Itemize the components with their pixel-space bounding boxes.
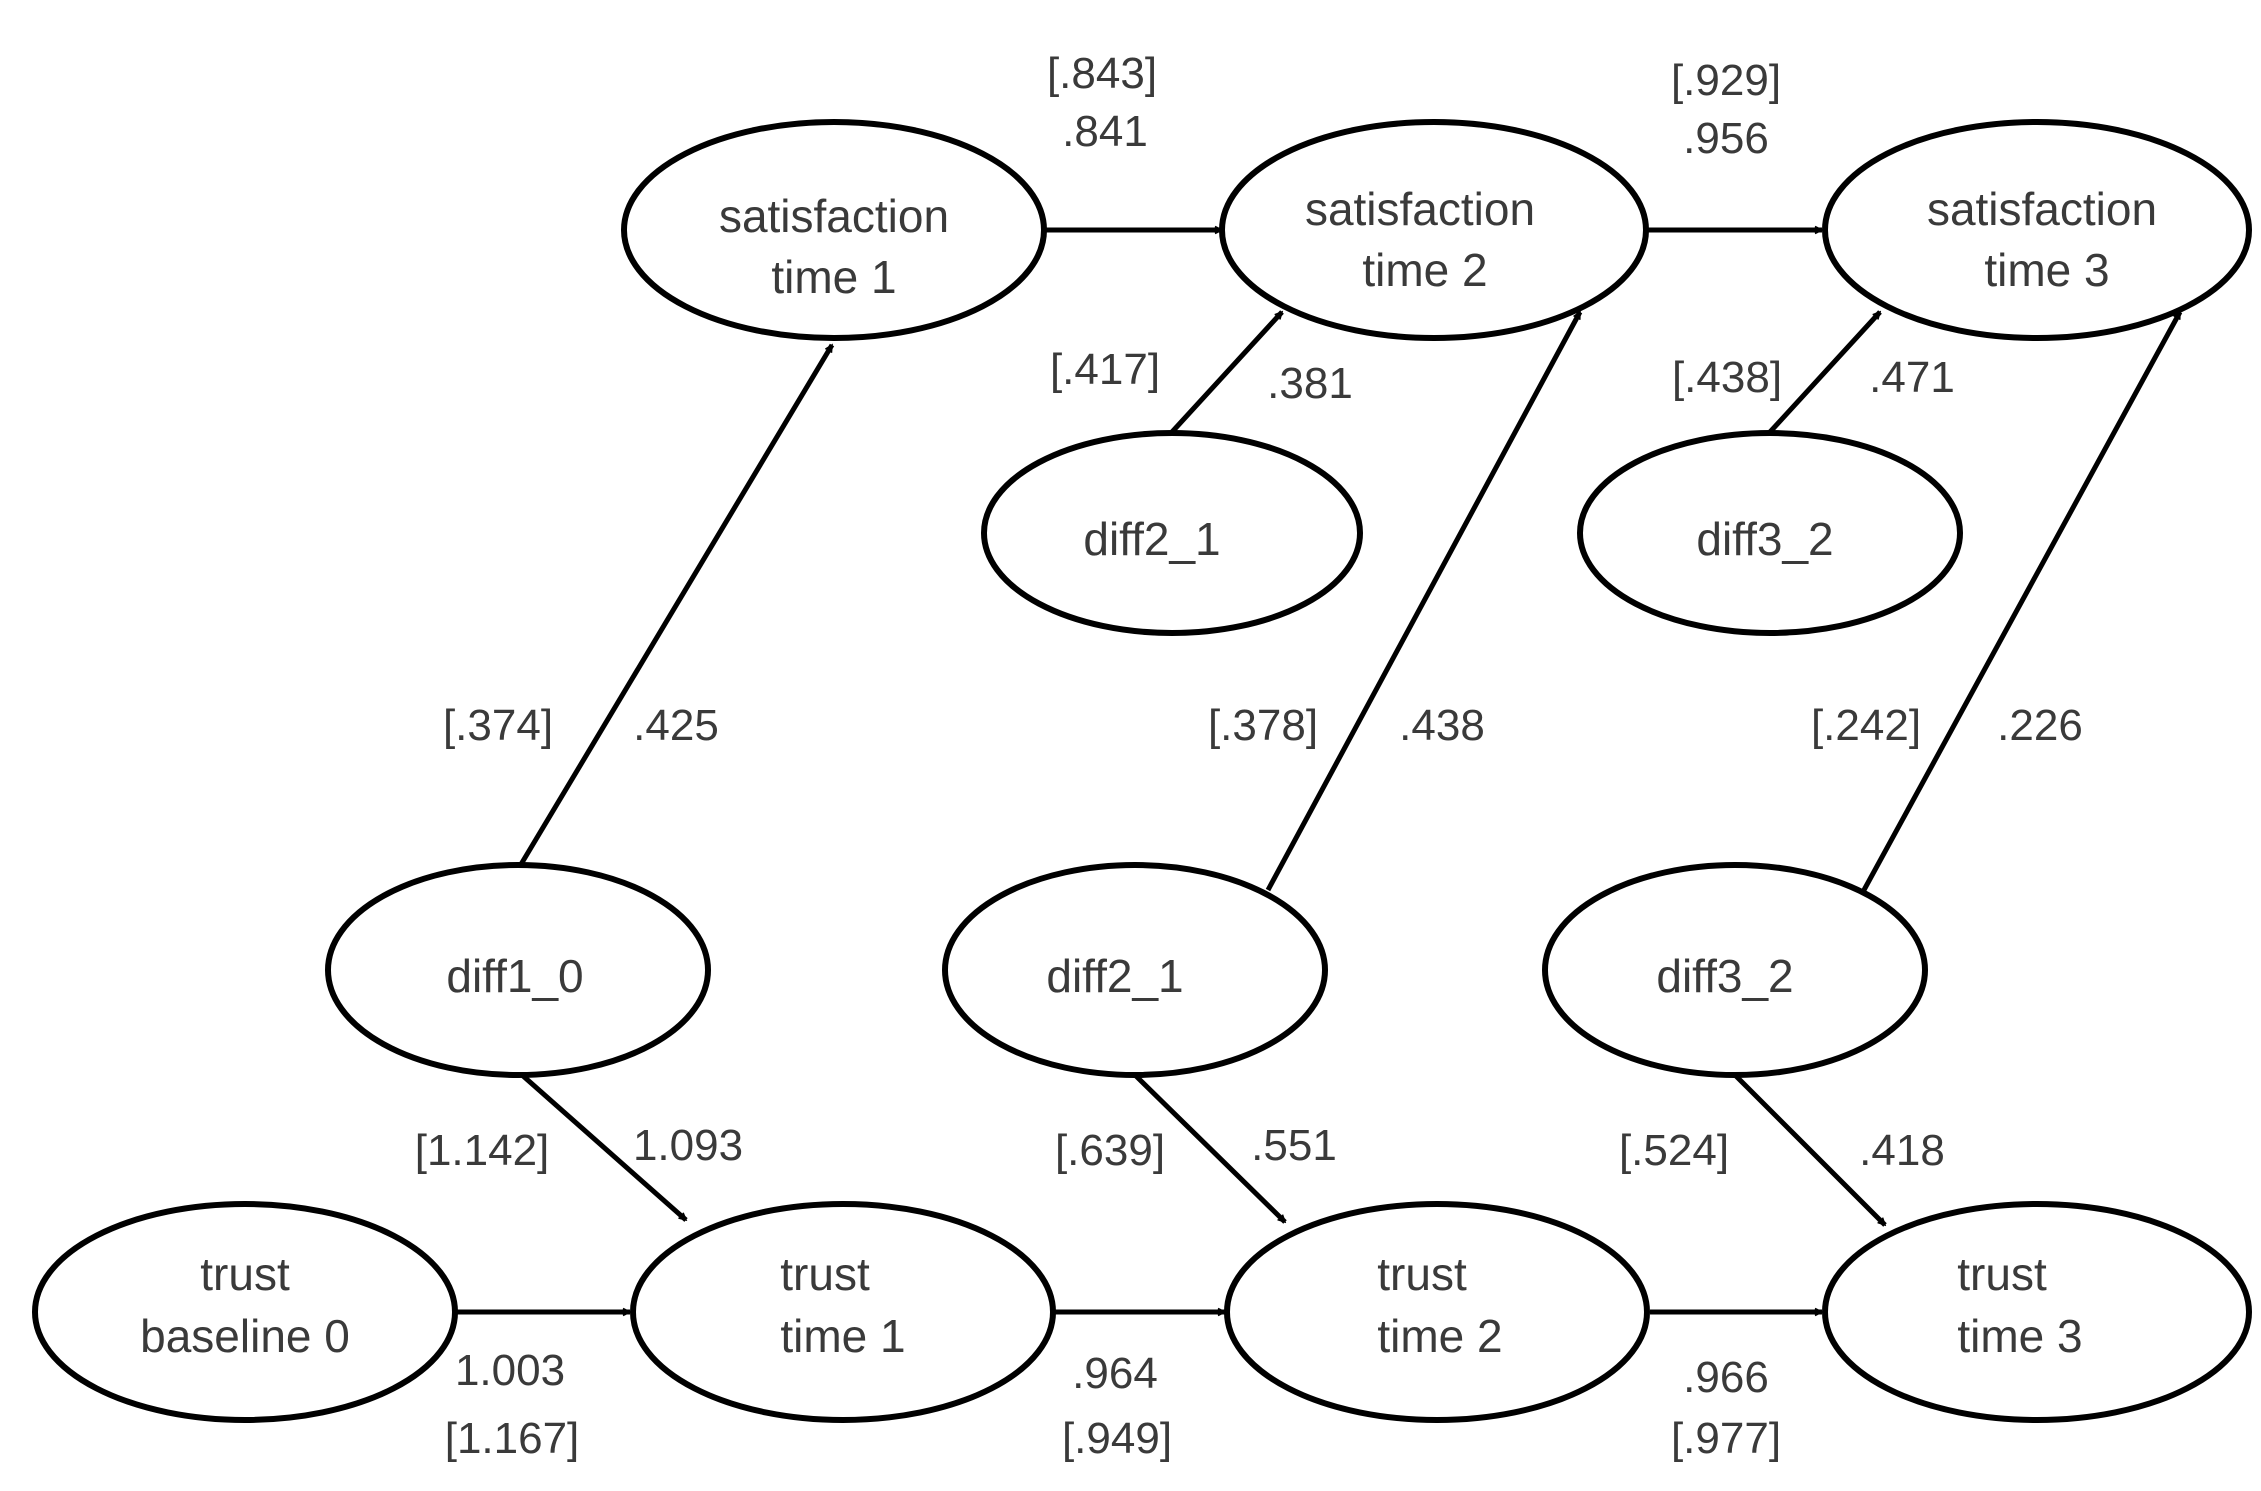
node-label-line: baseline 0 [140,1310,350,1362]
edge-diff2-1-bottom-to-sat2 [1265,312,1583,892]
coef-label-bracketed: [1.167] [445,1414,580,1463]
node-label-line: trust [1377,1248,1467,1300]
edge-diff3-2-bottom-to-trust3 [1733,1073,1887,1227]
coef-label-bracketed: [.417] [1050,345,1160,394]
node-satisfaction-time-3: satisfaction time 3 [1822,119,2252,341]
edge-diff1-0-to-trust1 [520,1073,688,1222]
coef-label: .964 [1072,1349,1158,1398]
node-label-line: trust [780,1248,870,1300]
node-label-line: diff3_2 [1696,513,1833,565]
coef-label: 1.093 [633,1121,743,1170]
node-trust-baseline-0: trust baseline 0 [32,1201,458,1423]
edge-diff2-1-top-to-sat2 [1170,310,1284,434]
node-label-line: time 3 [1957,1310,2082,1362]
node-trust-time-1: trust time 1 [630,1201,1056,1423]
coef-label: .551 [1251,1121,1337,1170]
node-trust-time-2: trust time 2 [1224,1201,1650,1423]
node-label-line: time 3 [1984,244,2109,296]
coef-label-bracketed: [.843] [1047,49,1157,98]
coef-label-bracketed: [.949] [1062,1414,1172,1463]
coef-label-bracketed: [.374] [443,701,553,750]
edge-diff3-2-top-to-sat3 [1768,310,1882,434]
node-label-line: satisfaction [1305,183,1535,235]
coef-label: .966 [1683,1353,1769,1402]
node-label-line: diff2_1 [1083,513,1220,565]
coef-label-bracketed: [.977] [1671,1414,1781,1463]
coef-label: .425 [633,701,719,750]
node-label-line: time 1 [771,251,896,303]
node-diff3-2-top: diff3_2 [1577,430,1963,636]
edge-diff1-0-to-sat1 [517,345,835,868]
coef-label: 1.003 [455,1346,565,1395]
coef-label: .381 [1267,359,1353,408]
node-satisfaction-time-1: satisfaction time 1 [621,119,1047,341]
coef-label: .471 [1869,353,1955,402]
node-label-line: diff3_2 [1656,950,1793,1002]
coef-label: .226 [1997,701,2083,750]
node-label-line: diff2_1 [1046,950,1183,1002]
coef-label: .841 [1062,107,1148,156]
edge-diff3-2-bottom-to-sat3 [1861,312,2183,892]
coef-label-bracketed: [.378] [1208,701,1318,750]
node-satisfaction-time-2: satisfaction time 2 [1219,119,1649,341]
coef-label-bracketed: [1.142] [415,1126,550,1175]
node-label-line: diff1_0 [446,950,583,1002]
node-trust-time-3: trust time 3 [1822,1201,2252,1423]
node-diff2-1-top: diff2_1 [981,430,1363,636]
coef-label-bracketed: [.438] [1672,353,1782,402]
node-diff2-1-bottom: diff2_1 [942,862,1328,1078]
node-diff3-2-bottom: diff3_2 [1542,862,1928,1078]
node-label-line: satisfaction [1927,183,2157,235]
coef-label: .956 [1683,114,1769,163]
node-label-line: satisfaction [719,190,949,242]
coef-label-bracketed: [.639] [1055,1126,1165,1175]
node-label-line: time 2 [1362,244,1487,296]
edge-diff2-1-bottom-to-trust2 [1133,1073,1287,1224]
coef-label-bracketed: [.524] [1619,1126,1729,1175]
coef-label-bracketed: [.242] [1811,701,1921,750]
coef-label: .438 [1399,701,1485,750]
coef-label: .418 [1859,1126,1945,1175]
coef-label-bracketed: [.929] [1671,56,1781,105]
node-label-line: time 2 [1377,1310,1502,1362]
node-label-line: trust [1957,1248,2047,1300]
node-diff1-0: diff1_0 [325,862,711,1078]
node-label-line: trust [200,1248,290,1300]
node-label-line: time 1 [780,1310,905,1362]
